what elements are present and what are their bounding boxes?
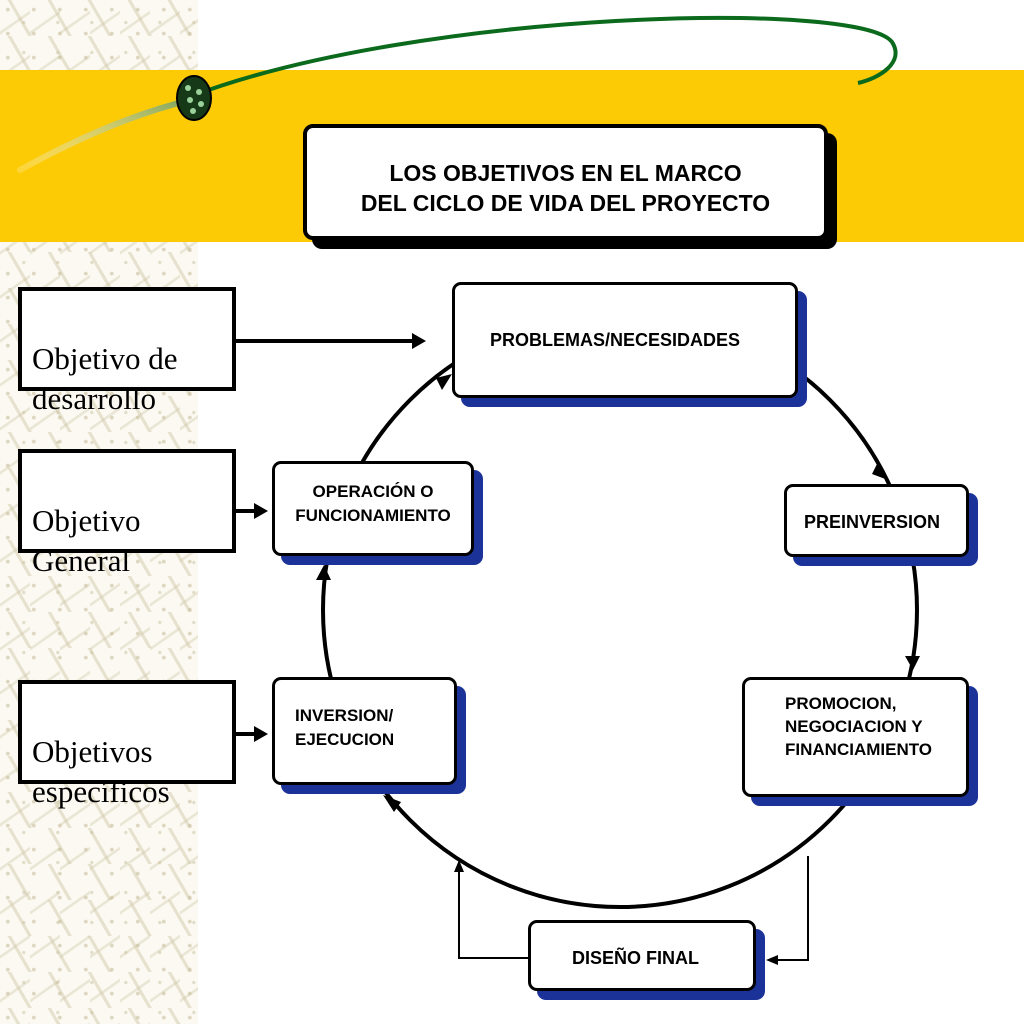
box-problemas: PROBLEMAS/NECESIDADES (452, 282, 798, 398)
arrow-general-line (236, 509, 256, 513)
ball-icon (176, 75, 212, 121)
objective-specific-box: Objetivos específicos (18, 680, 236, 809)
bypass-arrow-left (454, 860, 464, 872)
circle-arrow-1 (872, 462, 888, 480)
box-preinversion-label: PREINVERSION (804, 512, 941, 532)
objective-development-label: Objetivo de desarrollo (32, 341, 178, 416)
swoosh-arc (191, 15, 898, 98)
box-operacion-label: OPERACIÓN O FUNCIONAMIENTO (295, 482, 451, 525)
arrow-specific-line (236, 732, 256, 736)
box-inversion: INVERSION/ EJECUCION (272, 677, 457, 785)
circle-arrow-2 (905, 656, 920, 670)
box-preinversion: PREINVERSION (784, 484, 969, 557)
box-diseno-final-label: DISEÑO FINAL (572, 948, 700, 968)
box-problemas-label: PROBLEMAS/NECESIDADES (490, 330, 741, 350)
objective-development-box: Objetivo de desarrollo (18, 287, 236, 416)
circle-arrow-3 (383, 795, 401, 812)
arrow-development-line (236, 339, 412, 343)
title-box: LOS OBJETIVOS EN EL MARCO DEL CICLO DE V… (303, 124, 828, 240)
cycle-circle (321, 311, 919, 909)
swoosh-tail (17, 97, 193, 173)
box-promocion-label: PROMOCION, NEGOCIACION Y FINANCIAMIENTO (785, 694, 933, 759)
arrow-development-head (412, 333, 426, 349)
box-operacion: OPERACIÓN O FUNCIONAMIENTO (272, 461, 474, 556)
objective-specific-label: Objetivos específicos (32, 734, 170, 809)
box-promocion: PROMOCION, NEGOCIACION Y FINANCIAMIENTO (742, 677, 969, 797)
circle-arrow-4 (316, 565, 331, 580)
box-inversion-label: INVERSION/ EJECUCION (295, 706, 395, 749)
arrow-specific-head (254, 726, 268, 742)
objective-general-box: Objetivo General (18, 449, 236, 578)
bypass-line-left (458, 866, 528, 959)
title-text: LOS OBJETIVOS EN EL MARCO DEL CICLO DE V… (360, 160, 771, 216)
arrow-general-head (254, 503, 268, 519)
box-diseno-final: DISEÑO FINAL (528, 920, 756, 991)
bypass-arrow-right (766, 955, 778, 965)
objective-general-label: Objetivo General (32, 503, 141, 578)
circle-arrow-5 (436, 374, 452, 390)
bypass-line-right (772, 856, 809, 961)
